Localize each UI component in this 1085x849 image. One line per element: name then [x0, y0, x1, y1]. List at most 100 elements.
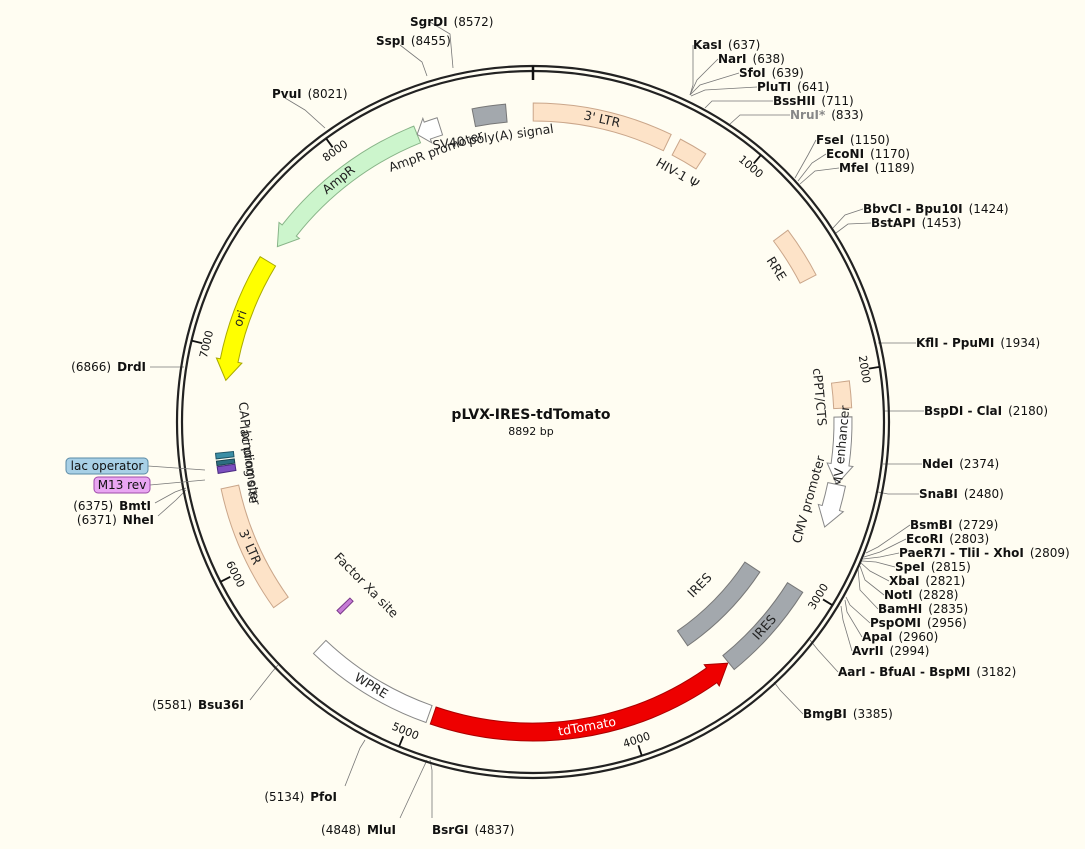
site-leader-SnaBI [877, 491, 919, 495]
feature-cppt [830, 380, 853, 410]
tick-label-4000: 4000 [621, 730, 652, 751]
site-NotI: NotI(2828) [884, 588, 958, 602]
site-name: KflI - PpuMI [916, 336, 994, 350]
site-DrdI: (6866) DrdI [71, 360, 146, 374]
site-leader-BmtI [154, 487, 187, 504]
site-name: BamHI [878, 602, 922, 616]
site-name: KasI [693, 38, 722, 52]
feature-rre [772, 229, 817, 284]
site-leader-NheI [157, 489, 187, 517]
tag-lac-operator [65, 457, 149, 475]
tick-mark-6000 [220, 576, 231, 583]
site-Bsu36I: (5581)Bsu36I [152, 698, 244, 712]
site-leader-BsrGI [429, 759, 433, 818]
tick-mark-8000 [325, 137, 334, 148]
site-leader-EcoNI [797, 153, 827, 182]
tick-label-3000: 3000 [805, 581, 831, 612]
site-leader-ApaI [844, 599, 863, 638]
feature-label-ori: ori [230, 308, 250, 328]
site-leader-MluI [399, 759, 428, 819]
site-name: SspI [376, 34, 405, 48]
site-leader-EcoRI [863, 538, 907, 558]
site-leader-BmgBI [773, 681, 804, 715]
site-AarI - BfuAI - BspMI: AarI - BfuAI - BspMI (3182) [838, 665, 1016, 679]
site-name: SgrDI [410, 15, 448, 29]
plasmid-name: pLVX-IRES-tdTomato [451, 407, 611, 423]
site-leader-PspOMI [845, 596, 871, 624]
site-position: (1189) [875, 161, 915, 175]
site-position: (2960) [898, 630, 938, 644]
site-position: (6866) [71, 360, 111, 374]
site-PaeR7I - TliI - XhoI: PaeR7I - TliI - XhoI(2809) [899, 546, 1070, 560]
site-position: (1170) [870, 147, 910, 161]
site-name: NotI [884, 588, 913, 602]
site-BbvCI - Bpu10I: BbvCI - Bpu10I (1424) [863, 202, 1009, 216]
site-position: (2835) [928, 602, 968, 616]
site-leader-SpeI [861, 560, 896, 568]
feature-label-cppt: cPPT/CTS [810, 367, 830, 426]
site-position: (1424) [969, 202, 1009, 216]
feature-cmv-prom [817, 482, 847, 528]
site-SgrDI: SgrDI(8572) [410, 15, 493, 29]
site-position: (638) [753, 52, 785, 66]
site-position: (2956) [927, 616, 967, 630]
site-leader-BamHI [857, 568, 879, 610]
site-leader-KasI [689, 45, 694, 96]
site-position: (1453) [922, 216, 962, 230]
site-position: (1934) [1000, 336, 1040, 350]
site-position: (2803) [949, 532, 989, 546]
tick-label-2000: 2000 [856, 355, 873, 385]
site-leader-BstAPI [835, 222, 872, 234]
feature-ampr-prom [416, 116, 444, 144]
site-AvrII: AvrII(2994) [852, 644, 929, 658]
site-leader-XbaI [860, 562, 890, 582]
site-leader-MfeI [799, 167, 840, 185]
site-name: SpeI [895, 560, 925, 574]
tag-label-m13-rev: M13 rev [98, 478, 147, 492]
site-leader-PvuI [284, 97, 326, 129]
feature-cmv-enh [826, 416, 854, 486]
site-KasI: KasI (637) [693, 38, 760, 52]
site-position: (3182) [976, 665, 1016, 679]
site-PvuI: PvuI(8021) [272, 87, 348, 101]
site-name: PfoI [310, 790, 337, 804]
site-position: (4837) [475, 823, 515, 837]
site-position: (8021) [308, 87, 348, 101]
site-name: BbvCI - Bpu10I [863, 202, 963, 216]
tick-label-5000: 5000 [390, 720, 421, 743]
site-MfeI: MfeI(1189) [839, 161, 915, 175]
site-position: (637) [728, 38, 760, 52]
site-leader-SgrDI [429, 21, 454, 69]
tag-m13-rev [93, 476, 151, 494]
feature-hiv-psi [671, 138, 707, 170]
site-position: (833) [831, 108, 863, 122]
site-name: BmtI [119, 499, 151, 513]
site-name: XbaI [889, 574, 919, 588]
site-name: PluTI [757, 80, 791, 94]
site-name: DrdI [117, 360, 146, 374]
tag-leader-m13-rev [149, 479, 206, 486]
site-EcoRI: EcoRI(2803) [906, 532, 989, 546]
site-name: BspDI - ClaI [924, 404, 1002, 418]
site-position: (639) [772, 66, 804, 80]
site-NarI: NarI(638) [718, 52, 785, 66]
site-position: (2821) [925, 574, 965, 588]
site-position: (2815) [931, 560, 971, 574]
site-BmgBI: BmgBI(3385) [803, 707, 893, 721]
site-name: AvrII [852, 644, 884, 658]
feature-sv40 [471, 103, 508, 128]
site-NheI: (6371)NheI [77, 513, 154, 527]
site-leader-NruI* [729, 114, 790, 125]
tick-label-6000: 6000 [223, 559, 247, 590]
site-position: (6375) [73, 499, 113, 513]
site-name: BmgBI [803, 707, 847, 721]
site-leader-PluTI [690, 86, 758, 97]
site-name: AarI - BfuAI - BspMI [838, 665, 970, 679]
site-MluI: (4848)MluI [321, 823, 396, 837]
site-BamHI: BamHI (2835) [878, 602, 968, 616]
site-position: (5581) [152, 698, 192, 712]
site-PluTI: PluTI(641) [757, 80, 829, 94]
site-BspDI - ClaI: BspDI - ClaI(2180) [924, 404, 1048, 418]
site-position: (2729) [958, 518, 998, 532]
